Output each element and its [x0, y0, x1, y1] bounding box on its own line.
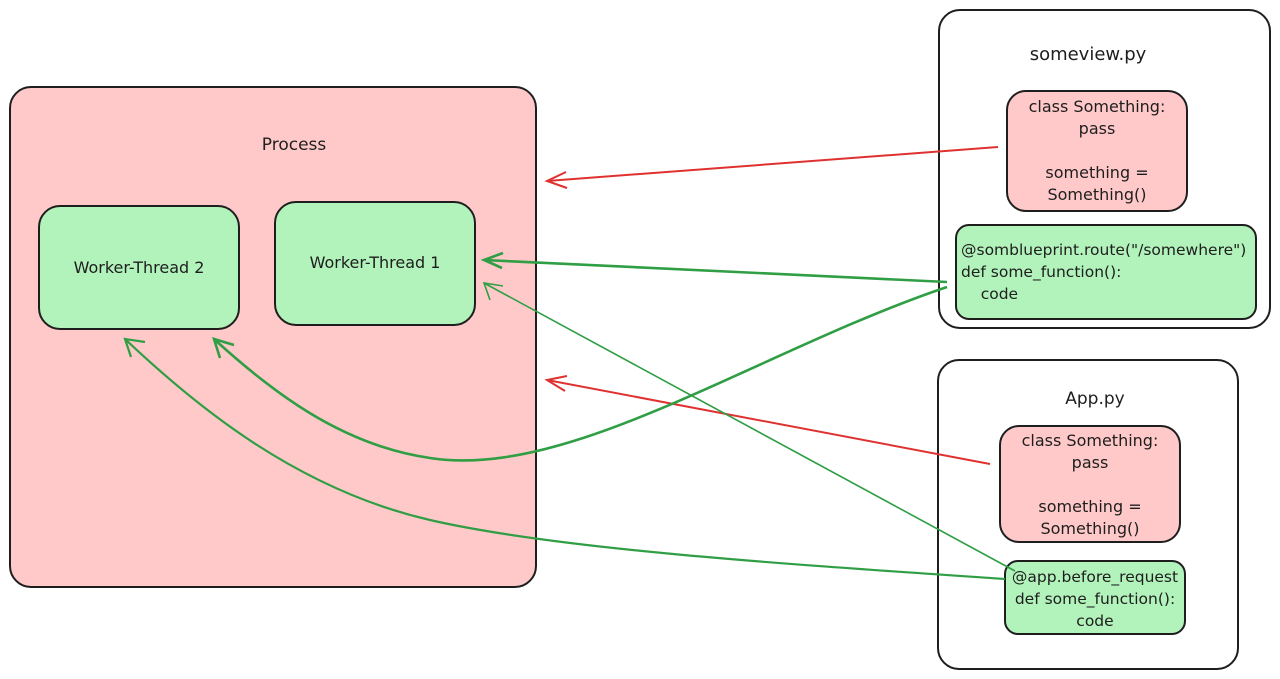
arrow-app-request-to-thread-1	[482, 282, 1016, 572]
someview-class-block	[1006, 90, 1188, 212]
someview-route-block	[955, 224, 1257, 320]
someview-route-text: @somblueprint.route("/somewhere") def so…	[961, 241, 1247, 303]
arrow-someview-route-to-thread-2	[212, 285, 948, 462]
arrow-app-class-to-process	[544, 375, 991, 465]
app-before-request-text: @app.before_request def some_function():…	[1011, 568, 1179, 630]
app-file-name: App.py	[1065, 389, 1125, 409]
worker-thread-2-label: Worker-Thread 2	[73, 258, 205, 277]
someview-file-name: someview.py	[1029, 44, 1147, 65]
app-class-text: class Something: pass something = Someth…	[1021, 431, 1159, 538]
someview-class-text: class Something: pass something = Someth…	[1028, 97, 1166, 204]
app-before-request-block	[1004, 560, 1186, 635]
worker-thread-1-label: Worker-Thread 1	[309, 253, 441, 272]
app-class-block	[999, 425, 1181, 543]
process-title: Process	[261, 135, 327, 155]
arrow-someview-route-to-thread-1	[480, 251, 948, 284]
arrow-someview-class-to-process	[544, 146, 999, 189]
worker-thread-2-box	[38, 205, 240, 330]
worker-thread-1-box	[274, 201, 476, 326]
process-box	[9, 86, 537, 588]
arrow-app-request-to-thread-2	[123, 337, 1006, 581]
